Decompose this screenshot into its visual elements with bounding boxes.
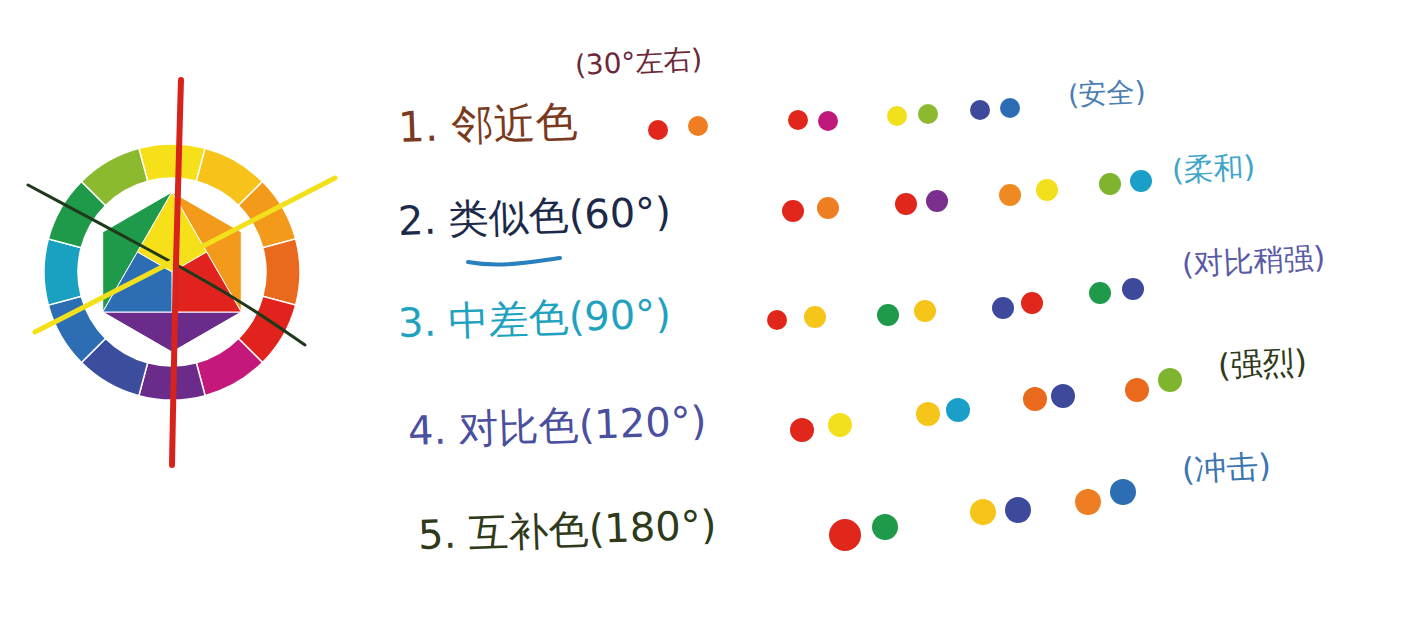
angle-note: (30°左右) <box>574 43 703 82</box>
wheel-segment <box>139 144 205 181</box>
effect-note: (冲击) <box>1181 447 1272 488</box>
item-title: 2. 类似色(60°) <box>397 188 671 243</box>
underline <box>468 258 560 265</box>
item-title: 1. 邻近色 <box>397 98 578 153</box>
color-wheel <box>28 80 335 465</box>
wheel-segment <box>44 239 81 305</box>
effect-note: (对比稍强) <box>1181 241 1326 283</box>
angle-line <box>172 80 181 465</box>
effect-note: (强烈) <box>1217 343 1308 384</box>
item-title: 5. 互补色(180°) <box>417 502 717 558</box>
wheel-segment <box>48 296 105 362</box>
wheel-segment <box>81 148 147 205</box>
effect-note: (安全) <box>1067 76 1146 112</box>
item-title: 4. 对比色(120°) <box>407 398 707 454</box>
wheel-segment <box>196 338 262 395</box>
effect-note: (柔和) <box>1171 150 1256 189</box>
color-dots <box>648 98 1182 551</box>
wheel-segment <box>263 239 300 305</box>
item-title: 3. 中差色(90°) <box>397 290 671 345</box>
angle-line <box>35 178 335 332</box>
